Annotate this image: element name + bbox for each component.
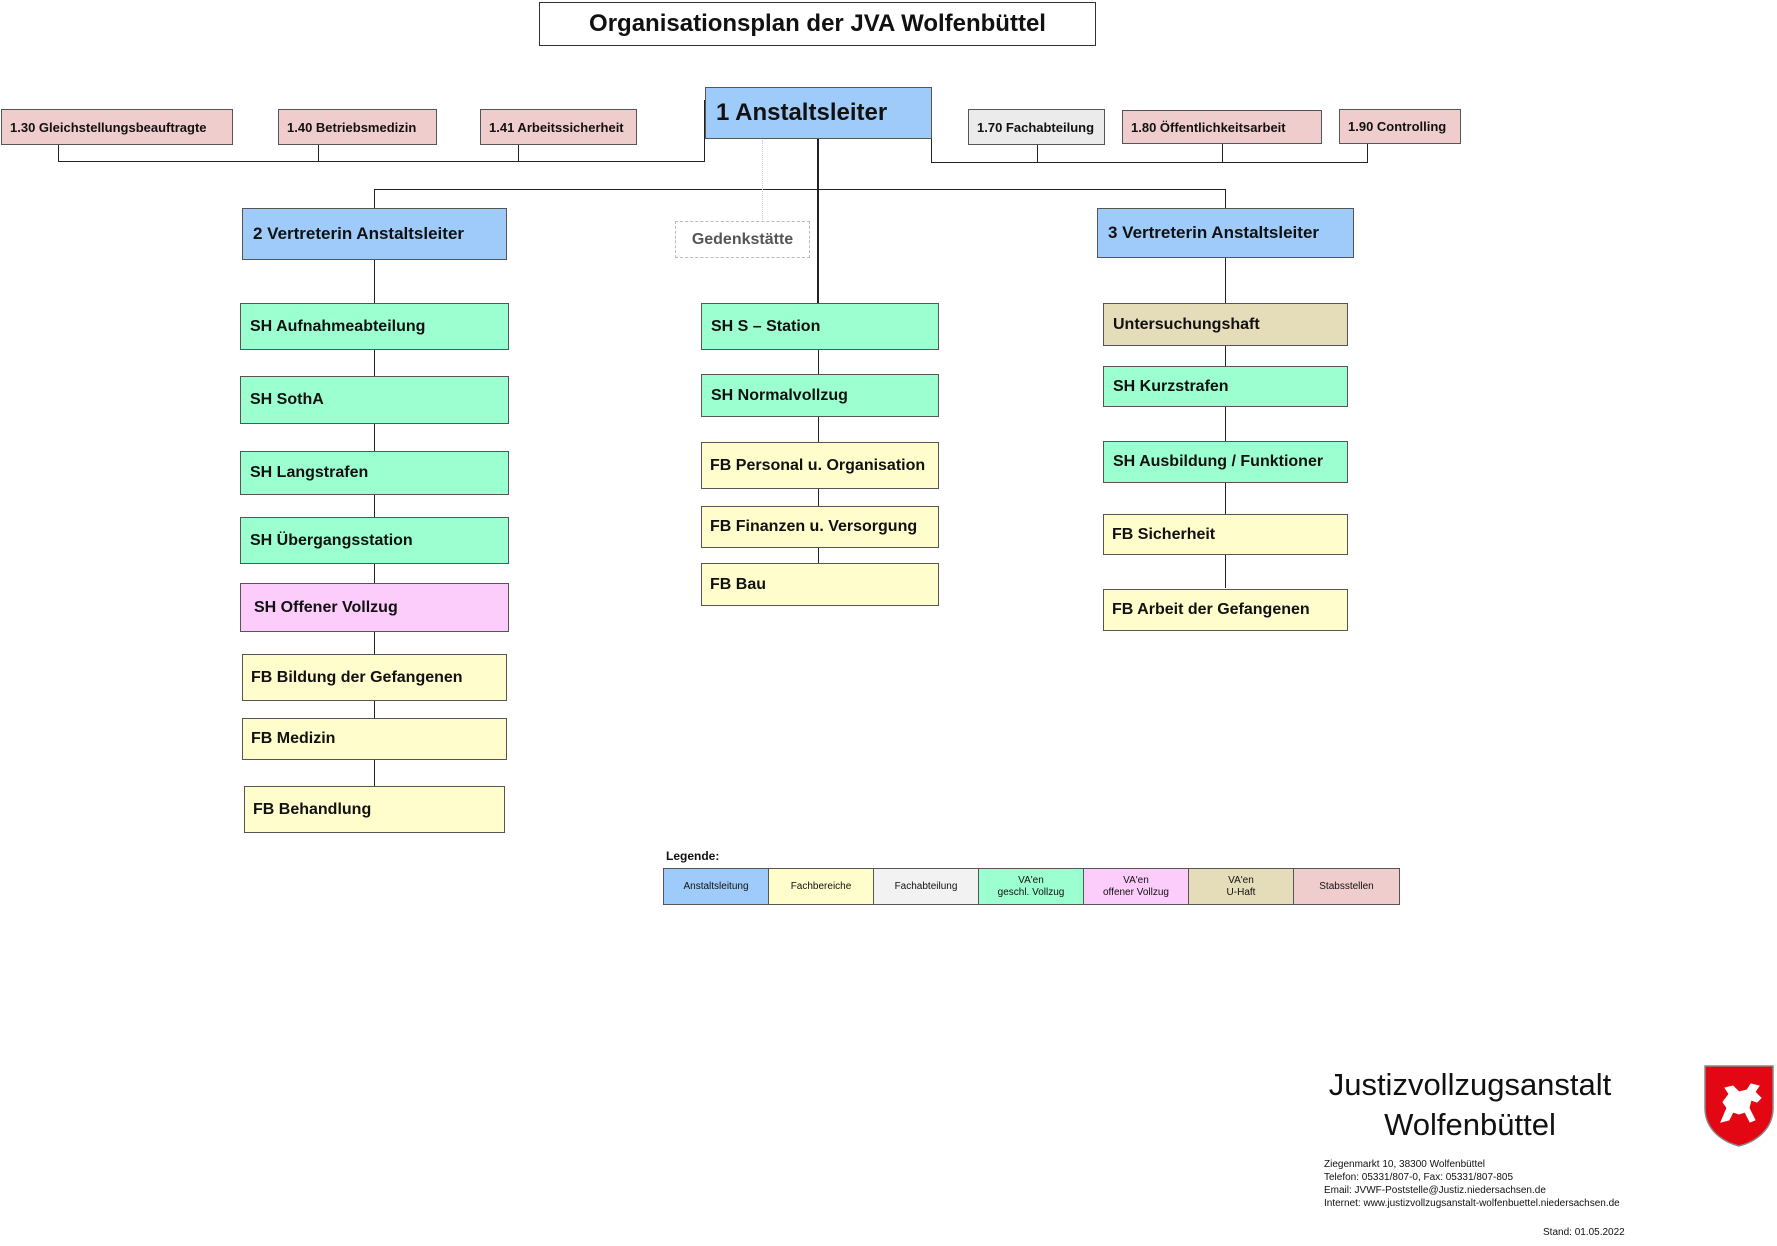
unit-s-station: SH S – Station	[701, 303, 939, 350]
address: Ziegenmarkt 10, 38300 Wolfenbüttel	[1324, 1159, 1486, 1170]
unit-finanzen-versorgung: FB Finanzen u. Versorgung	[701, 506, 939, 548]
legend-item-fachabteilung: Fachabteilung	[874, 869, 979, 904]
unit-behandlung: FB Behandlung	[244, 786, 505, 833]
unit-kurzstrafen: SH Kurzstrafen	[1103, 366, 1348, 407]
legend-item-fachbereiche: Fachbereiche	[769, 869, 874, 904]
unit-normalvollzug: SH Normalvollzug	[701, 374, 939, 417]
staff-fachabteilung: 1.70 Fachabteilung	[968, 109, 1105, 145]
legend-title: Legende:	[666, 849, 720, 863]
stand-date: Stand: 01.05.2022	[1543, 1227, 1625, 1238]
unit-offener-vollzug: SH Offener Vollzug	[240, 583, 509, 632]
legend-item-geschl-vollzug: VA'en geschl. Vollzug	[979, 869, 1084, 904]
legend-item-u-haft: VA'en U-Haft	[1189, 869, 1294, 904]
legend-item-stabsstellen: Stabsstellen	[1294, 869, 1399, 904]
gedenkstaette-box: Gedenkstätte	[675, 221, 810, 258]
email: Email: JVWF-Poststelle@Justiz.niedersach…	[1324, 1185, 1546, 1196]
unit-medizin: FB Medizin	[242, 718, 507, 760]
unit-untersuchungshaft: Untersuchungshaft	[1103, 303, 1348, 346]
legend-item-anstaltsleitung: Anstaltsleitung	[664, 869, 769, 904]
staff-oeffentlichkeitsarbeit: 1.80 Öffentlichkeitsarbeit	[1122, 110, 1322, 144]
institution-name: Justizvollzugsanstalt Wolfenbüttel	[1328, 1067, 1612, 1142]
unit-sicherheit: FB Sicherheit	[1103, 514, 1348, 555]
unit-langstrafen: SH Langstrafen	[240, 451, 509, 495]
page-title: Organisationsplan der JVA Wolfenbüttel	[539, 2, 1096, 46]
unit-bau: FB Bau	[701, 563, 939, 606]
contact-block: Ziegenmarkt 10, 38300 Wolfenbüttel Telef…	[1324, 1158, 1620, 1210]
unit-arbeit-gefangenen: FB Arbeit der Gefangenen	[1103, 589, 1348, 631]
staff-arbeitssicherheit: 1.41 Arbeitssicherheit	[480, 109, 637, 145]
deputy-left: 2 Vertreterin Anstaltsleiter	[242, 208, 507, 260]
unit-aufnahmeabteilung: SH Aufnahmeabteilung	[240, 303, 509, 350]
staff-gleichstellung: 1.30 Gleichstellungsbeauftragte	[1, 109, 233, 145]
legend: Anstaltsleitung Fachbereiche Fachabteilu…	[663, 868, 1400, 905]
unit-uebergangsstation: SH Übergangsstation	[240, 517, 509, 564]
lower-saxony-crest-icon	[1703, 1064, 1775, 1148]
unit-ausbildung-funktioner: SH Ausbildung / Funktioner	[1103, 441, 1348, 483]
staff-controlling: 1.90 Controlling	[1339, 109, 1461, 144]
internet: Internet: www.justizvollzugsanstalt-wolf…	[1324, 1198, 1620, 1209]
staff-betriebsmedizin: 1.40 Betriebsmedizin	[278, 109, 437, 145]
deputy-right: 3 Vertreterin Anstaltsleiter	[1097, 208, 1354, 258]
head-anstaltsleiter: 1 Anstaltsleiter	[705, 87, 932, 139]
unit-personal-organisation: FB Personal u. Organisation	[701, 442, 939, 489]
phone: Telefon: 05331/807-0, Fax: 05331/807-805	[1324, 1172, 1514, 1183]
unit-bildung: FB Bildung der Gefangenen	[242, 654, 507, 701]
legend-item-offener-vollzug: VA'en offener Vollzug	[1084, 869, 1189, 904]
unit-sotha: SH SothA	[240, 376, 509, 424]
